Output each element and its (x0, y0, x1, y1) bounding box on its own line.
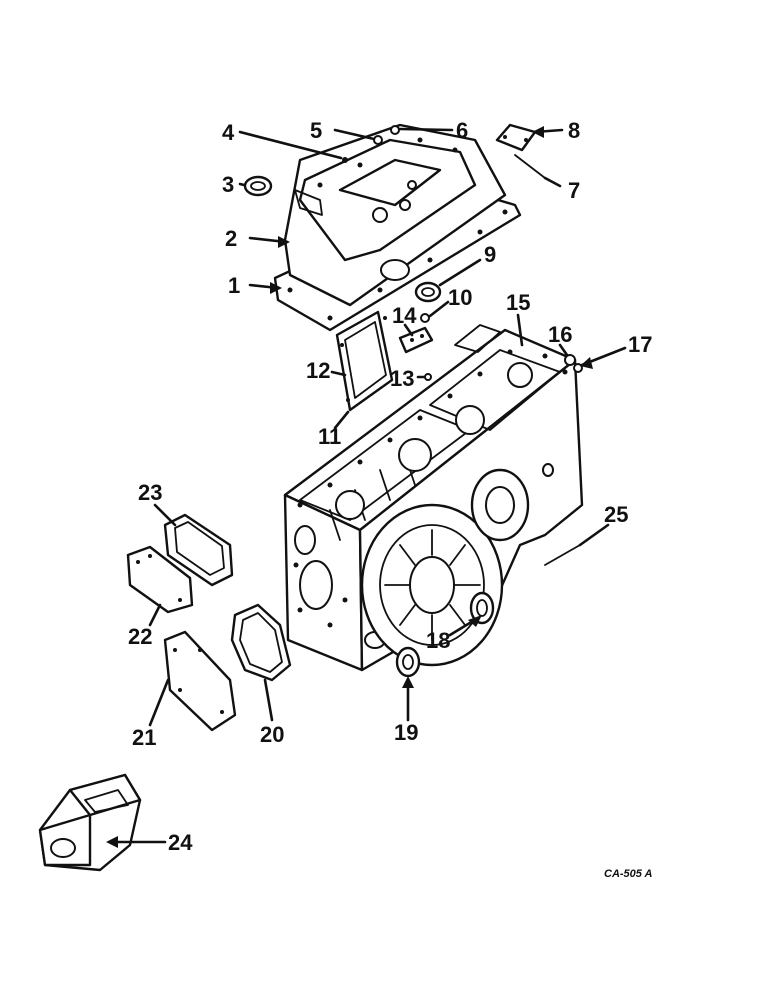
callout-25: 25 (604, 502, 628, 527)
callout-16: 16 (548, 322, 572, 347)
callout-labels: 1 2 3 4 5 6 7 8 9 10 11 12 13 14 15 16 1… (128, 118, 652, 855)
pin-4 (342, 157, 348, 163)
callout-2: 2 (225, 226, 237, 251)
callout-10: 10 (448, 285, 472, 310)
callout-22: 22 (128, 624, 152, 649)
gasket-23 (163, 513, 234, 587)
callout-20: 20 (260, 722, 284, 747)
cover-21 (163, 630, 237, 732)
support-bracket-24 (38, 773, 142, 872)
callout-5: 5 (310, 118, 322, 143)
drawing-code: CA-505 A (604, 868, 653, 880)
callout-13: 13 (390, 366, 414, 391)
seal-19 (395, 646, 421, 678)
plug-3 (243, 175, 273, 197)
pin-7 (514, 154, 546, 179)
callout-21: 21 (132, 725, 156, 750)
callout-3: 3 (222, 172, 234, 197)
callout-17: 17 (628, 332, 652, 357)
leader-lines (106, 126, 627, 848)
callout-6: 6 (456, 118, 468, 143)
bracket-14 (398, 326, 434, 354)
shifter-cover (283, 123, 507, 307)
callout-7: 7 (568, 178, 580, 203)
pin-13 (424, 373, 432, 381)
callout-12: 12 (306, 358, 330, 383)
callout-23: 23 (138, 480, 162, 505)
callout-9: 9 (484, 242, 496, 267)
callout-18: 18 (426, 628, 450, 653)
washer-6 (390, 125, 400, 135)
callout-8: 8 (568, 118, 580, 143)
callout-19: 19 (394, 720, 418, 745)
side-cover-12 (335, 310, 394, 412)
cover-plate-8 (495, 123, 537, 152)
seal-9 (414, 281, 442, 303)
callout-11: 11 (318, 424, 341, 449)
seal-18 (469, 591, 495, 625)
callout-4: 4 (222, 120, 235, 145)
pin-25 (544, 544, 581, 566)
cover-22 (126, 545, 194, 614)
washer-10 (420, 313, 430, 323)
washer-5 (373, 135, 383, 145)
callout-24: 24 (168, 830, 193, 855)
gasket-20 (230, 603, 292, 682)
callout-15: 15 (506, 290, 530, 315)
callout-1: 1 (228, 273, 240, 298)
callout-14: 14 (392, 303, 417, 328)
